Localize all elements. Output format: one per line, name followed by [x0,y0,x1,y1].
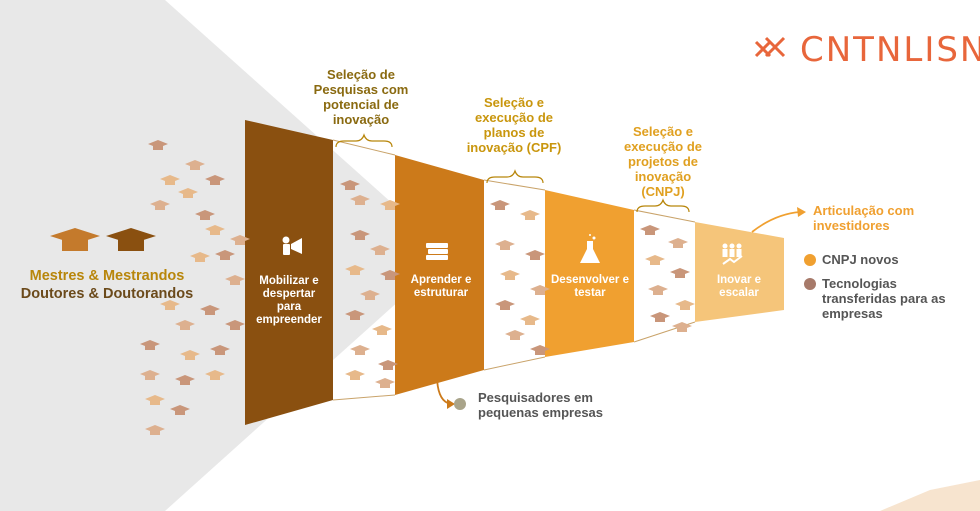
graduation-cap-icon [178,188,198,198]
graduation-cap-icon [345,310,365,320]
callout-2: Seleção e execução de planos de inovação… [466,95,562,155]
graduation-cap-icon [670,268,690,278]
stage-panel-1 [245,120,333,425]
researchers-bullet [454,398,466,410]
graduation-cap-icon [530,345,550,355]
graduation-cap-icon [378,360,398,370]
graduation-cap-icon [106,228,156,251]
graduation-cap-icon [205,225,225,235]
graduation-cap-icon [645,255,665,265]
graduation-cap-icon [145,425,165,435]
tech-bullet [804,278,816,290]
graduation-cap-icon [340,180,360,190]
origin-label: Mestres & Mestrandos Doutores & Doutoran… [3,267,211,303]
graduation-cap-icon [150,200,170,210]
graduation-cap-icon [350,345,370,355]
graduation-cap-icon [500,270,520,280]
investors-label: Articulação com investidores [813,203,915,233]
cnpj-label: CNPJ novos [822,252,899,267]
catalisa-logo: CNTNLISN [800,30,980,70]
graduation-cap-icon [195,210,215,220]
graduation-cap-icon [185,160,205,170]
graduation-cap-icon [175,375,195,385]
investors-arrow [751,211,801,233]
graduation-cap-icon [205,370,225,380]
tech-label: Tecnologias transferidas para as empresa… [822,276,946,321]
graduation-cap-icon [370,245,390,255]
origin-line-2: Doutores & Doutorandos [20,286,194,302]
graduation-cap-icon [380,200,400,210]
graduation-cap-icon [190,252,210,262]
stage-panel-2 [395,155,484,395]
brace-2 [486,169,544,184]
stage-label-3: Desenvolver e testar [551,274,629,299]
researchers-label: Pesquisadores em pequenas empresas [478,390,604,420]
stage-label-4: Inovar e escalar [716,274,762,299]
corner-decoration [880,480,980,511]
team-growth-icon [722,243,743,265]
graduation-cap-icon [505,330,525,340]
graduation-cap-icon [520,315,540,325]
graduation-cap-icon [145,395,165,405]
graduation-cap-icon [372,325,392,335]
graduation-cap-icon [495,240,515,250]
graduation-cap-icon [200,305,220,315]
scattered-graduation-caps [140,140,695,435]
graduation-cap-icon [640,225,660,235]
graduation-cap-icon [175,320,195,330]
stage-label-2: Aprender e estruturar [410,274,472,299]
graduation-cap-icon [375,378,395,388]
graduation-cap-icon [675,300,695,310]
graduation-cap-icon [205,175,225,185]
graduation-cap-icon [50,228,100,251]
graduation-cap-icon [648,285,668,295]
stage-label-1: Mobilizar e despertar para empreender [256,275,322,326]
brace-1 [335,133,393,148]
graduation-cap-icon [672,322,692,332]
callout-1: Seleção de Pesquisas com potencial de in… [313,67,409,127]
stage-panel-3 [545,190,634,357]
graduation-cap-icon [650,312,670,322]
graduation-cap-icon [345,370,365,380]
brace-3 [636,198,690,213]
graduation-cap-icon [525,250,545,260]
graduation-cap-icon [160,300,180,310]
graduation-cap-icon [345,265,365,275]
graduation-cap-icon [350,230,370,240]
catalisa-logo-mark [754,36,786,58]
graduation-cap-icon [215,250,235,260]
graduation-cap-icon [148,140,168,150]
graduation-cap-icon [360,290,380,300]
stage-panel-4 [695,222,784,322]
graduation-cap-icon [225,275,245,285]
graduation-cap-icon [530,285,550,295]
graduation-cap-icon [520,210,540,220]
graduation-cap-icon [230,235,250,245]
graduation-cap-icon [210,345,230,355]
graduation-cap-icon [350,195,370,205]
cnpj-bullet [804,254,816,266]
megaphone-icon [282,236,302,255]
callout-3: Seleção e execução de projetos de inovaç… [623,124,703,199]
graduation-cap-icon [170,405,190,415]
graduation-cap-icon [380,270,400,280]
graduation-cap-icon [495,300,515,310]
graduation-cap-icon [668,238,688,248]
graduation-cap-icon [490,200,510,210]
graduation-cap-icon [180,350,200,360]
graduation-cap-icon [140,370,160,380]
graduation-cap-icon [140,340,160,350]
flask-icon [580,234,600,263]
graduation-cap-icon [160,175,180,185]
origin-line-1: Mestres & Mestrandos [29,268,185,284]
graduation-cap-icon [225,320,245,330]
books-icon [426,243,448,260]
